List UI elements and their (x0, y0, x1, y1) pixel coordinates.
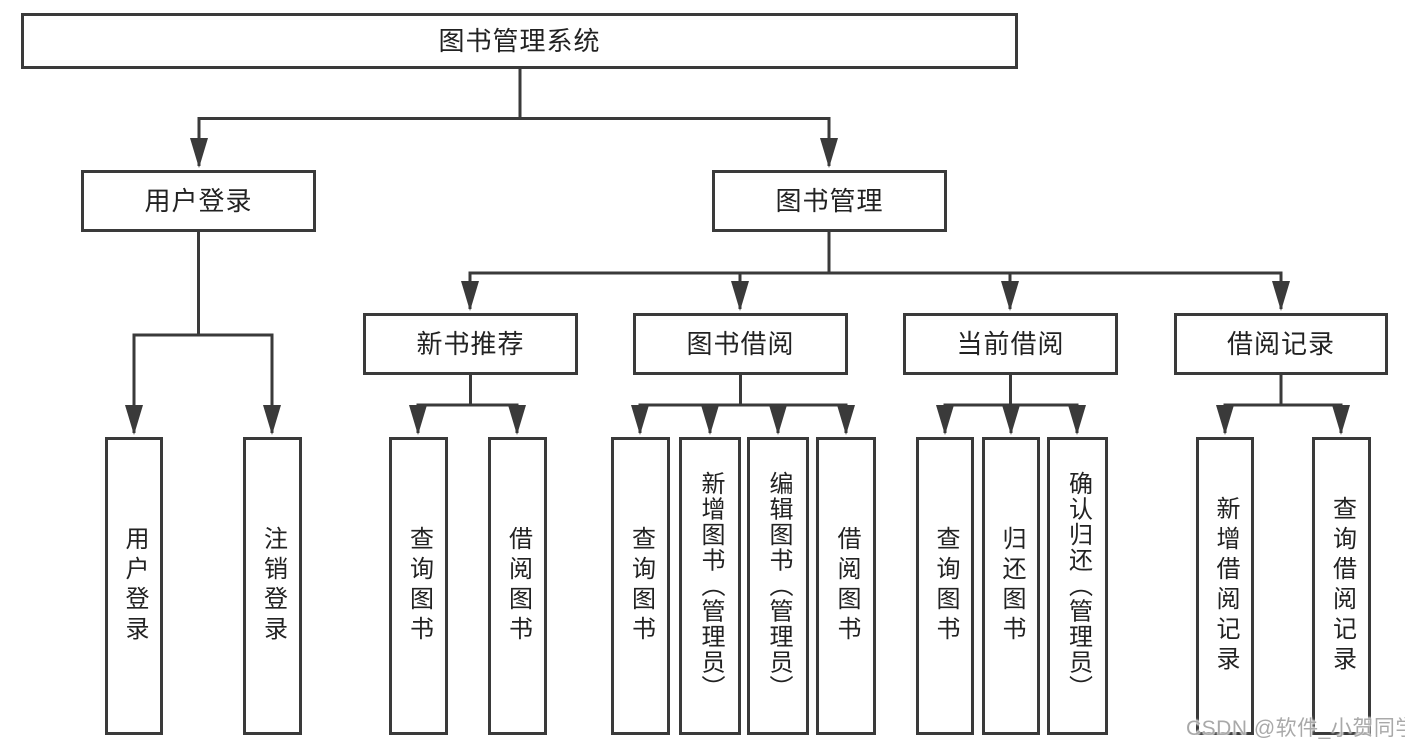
node-book-borrowing: 图书借阅 (633, 313, 848, 375)
leaf-logout-login: 注销登录 (243, 437, 302, 735)
node-new-book-recommend: 新书推荐 (363, 313, 578, 375)
node-user-login: 用户登录 (81, 170, 316, 232)
leaf-edit-books-admin: 编辑图书（管理员） (747, 437, 809, 735)
leaf-user-login: 用户登录 (105, 437, 163, 735)
node-library-management-system: 图书管理系统 (21, 13, 1018, 69)
leaf-query-books-current: 查询图书 (916, 437, 974, 735)
leaf-confirm-return-admin: 确认归还（管理员） (1047, 437, 1108, 735)
leaf-borrow-books-recommend: 借阅图书 (488, 437, 547, 735)
node-book-management: 图书管理 (712, 170, 947, 232)
node-current-borrowing: 当前借阅 (903, 313, 1118, 375)
leaf-return-books: 归还图书 (982, 437, 1040, 735)
node-borrowing-records: 借阅记录 (1174, 313, 1388, 375)
leaf-add-borrow-record: 新增借阅记录 (1196, 437, 1254, 735)
leaf-query-borrow-record: 查询借阅记录 (1312, 437, 1371, 735)
watermark: CSDN @软件_小贺同学 (1186, 717, 1405, 740)
leaf-query-books-borrowing: 查询图书 (611, 437, 670, 735)
connectors (125, 68, 1350, 435)
leaf-query-books-recommend: 查询图书 (389, 437, 448, 735)
leaf-add-books-admin: 新增图书（管理员） (679, 437, 741, 735)
leaf-borrow-books-borrowing: 借阅图书 (816, 437, 876, 735)
